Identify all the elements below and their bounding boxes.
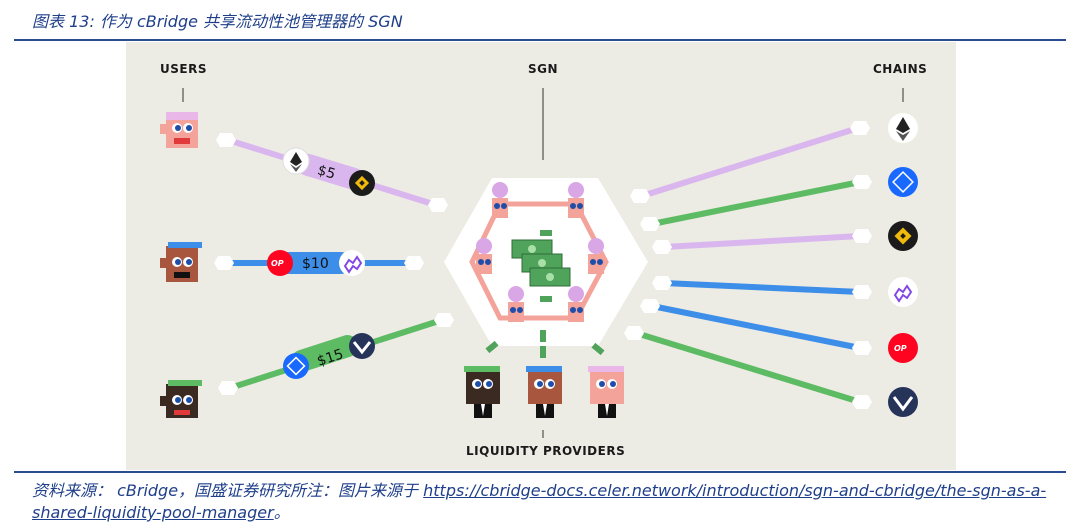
- chain-polygon-icon: [888, 277, 918, 307]
- transfer-pill-10: [272, 252, 352, 274]
- transfer-pill-5: [296, 153, 365, 190]
- source-suffix: 。: [273, 503, 290, 522]
- source-note: 资料来源： cBridge，国盛证券研究所注：图片来源于 https://cbr…: [32, 480, 1062, 524]
- bnb-icon: [349, 170, 375, 196]
- sgn-node-1: [492, 182, 508, 218]
- chain-eth-icon: [888, 113, 918, 143]
- users-label: USERS: [160, 62, 207, 76]
- liquidity-pool-money: [511, 230, 571, 302]
- eth-icon: [282, 147, 310, 175]
- liquidity-provider-2: [526, 366, 562, 418]
- fantom-icon: [283, 353, 309, 379]
- sgn-node-6: [568, 286, 584, 322]
- transfer-amount-3: $15: [315, 346, 345, 369]
- sgn-label: SGN: [528, 62, 559, 76]
- chain-op-icon: OP: [888, 333, 918, 363]
- chains-label: CHAINS: [873, 62, 928, 76]
- polygon-icon: [339, 250, 365, 276]
- chain-line-3: [652, 229, 872, 254]
- sgn-node-5: [508, 286, 524, 322]
- transfer-amount-1: $5: [316, 162, 338, 183]
- user-avatar-1: [160, 112, 198, 148]
- user-avatar-2: [160, 242, 202, 282]
- bottom-divider: [14, 471, 1066, 473]
- chain-fantom-icon: [888, 167, 918, 197]
- op-icon: OP: [267, 250, 293, 276]
- chain-line-2: [640, 175, 872, 231]
- chain-line-4: [652, 276, 872, 299]
- sgn-node-2: [568, 182, 584, 218]
- liquidity-provider-3: [588, 366, 624, 418]
- user-avatar-3: [160, 380, 202, 418]
- source-link[interactable]: https://cbridge-docs.celer.network/intro…: [32, 481, 1047, 522]
- zk-icon: [349, 333, 375, 359]
- chain-bnb-icon: [888, 221, 918, 251]
- figure-title: 图表 13: 作为 cBridge 共享流动性池管理器的 SGN: [32, 12, 403, 31]
- chain-line-1: [630, 121, 870, 203]
- lp-money-flow: [485, 330, 605, 358]
- liquidity-providers-label: LIQUIDITY PROVIDERS: [466, 444, 626, 458]
- op-icon-text: OP: [271, 259, 284, 268]
- transfer-amount-2: $10: [302, 256, 329, 272]
- top-divider: [14, 39, 1066, 41]
- liquidity-provider-1: [464, 366, 500, 418]
- chain-line-5: [640, 299, 872, 355]
- chain-zk-icon: [888, 387, 918, 417]
- chain-op-icon-text: OP: [894, 344, 907, 353]
- sgn-nodes: [476, 182, 604, 322]
- chain-line-6: [624, 326, 872, 409]
- sgn-node-3: [476, 238, 492, 274]
- sgn-node-4: [588, 238, 604, 274]
- source-prefix: 资料来源： cBridge，国盛证券研究所注：图片来源于: [32, 481, 424, 500]
